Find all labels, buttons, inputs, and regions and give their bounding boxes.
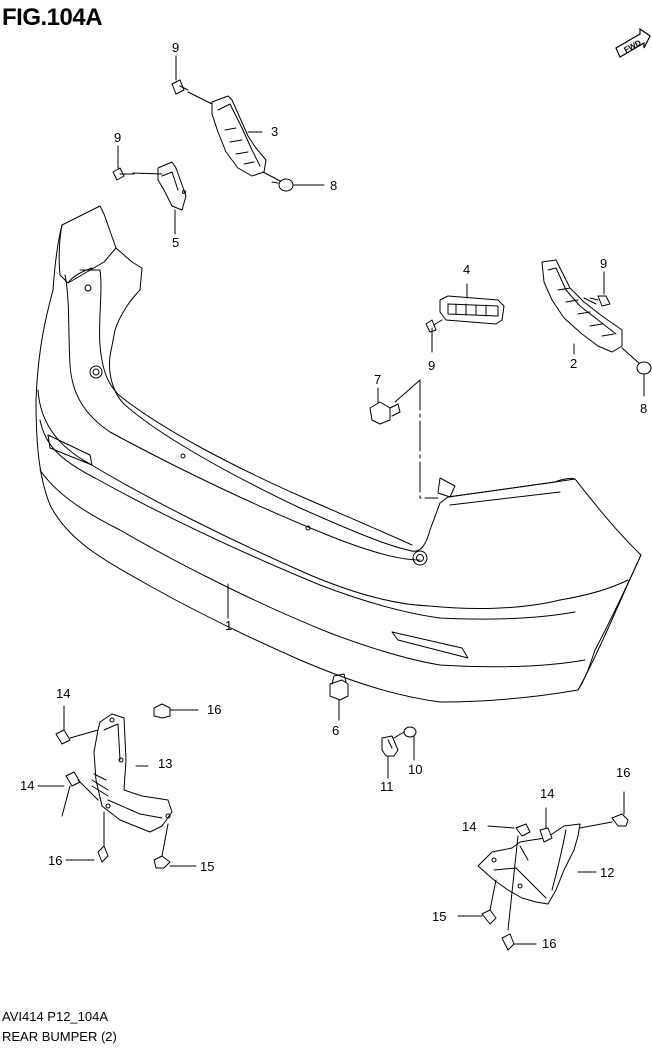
callout-9-left: 9 (114, 130, 121, 145)
callout-14-b: 14 (20, 778, 34, 793)
callout-2: 2 (570, 356, 577, 371)
callout-9-right: 9 (600, 256, 607, 271)
bolt-part-8-right[interactable] (636, 361, 652, 397)
bolt-part-8-left[interactable] (271, 178, 325, 192)
callout-1: 1 (225, 618, 232, 633)
figure-title: FIG.104A (2, 4, 103, 31)
callout-15-a: 15 (200, 859, 214, 874)
callout-16-a: 16 (207, 702, 221, 717)
screw-part-9-center[interactable] (425, 319, 437, 353)
fwd-arrow-icon: FWD (615, 27, 651, 58)
bracket-part-2[interactable] (541, 259, 641, 365)
mudflap-fasteners-left[interactable] (37, 703, 199, 869)
callout-9-center: 9 (428, 358, 435, 373)
callout-14-a: 14 (56, 686, 70, 701)
figure-caption: REAR BUMPER (2) (2, 1029, 117, 1044)
clip-part-6[interactable] (329, 673, 349, 721)
callout-11: 11 (380, 779, 394, 794)
callout-16-c: 16 (616, 765, 630, 780)
nut-part-11[interactable] (381, 735, 399, 779)
mudflap-part-13[interactable] (91, 713, 173, 833)
bolt-part-7[interactable] (369, 387, 401, 425)
callout-10: 10 (408, 762, 422, 777)
mudflap-part-12[interactable] (477, 823, 597, 905)
callout-6: 6 (332, 723, 339, 738)
callout-9-top: 9 (172, 40, 179, 55)
clip-part-5[interactable] (132, 161, 187, 235)
callout-5: 5 (172, 235, 179, 250)
callout-16-d: 16 (542, 936, 556, 951)
callout-13: 13 (158, 756, 172, 771)
callout-labels: 1 2 3 4 5 6 7 8 8 9 9 9 9 10 11 12 13 14… (20, 40, 647, 951)
callout-7: 7 (374, 372, 381, 387)
rear-bumper-cover[interactable] (35, 205, 642, 703)
callout-14-d: 14 (540, 786, 554, 801)
mudflap-fasteners-right[interactable] (457, 791, 629, 951)
screw-part-10[interactable] (393, 726, 417, 761)
figure-code: AVI414 P12_104A (2, 1009, 109, 1024)
bracket-part-3[interactable] (187, 91, 283, 183)
callout-16-b: 16 (48, 853, 62, 868)
callout-8-right: 8 (640, 401, 647, 416)
callout-12: 12 (600, 865, 614, 880)
screw-part-9-left[interactable] (112, 145, 135, 181)
callout-15-b: 15 (432, 909, 446, 924)
callout-14-c: 14 (462, 819, 476, 834)
screw-part-9-right[interactable] (589, 271, 611, 307)
callout-8-left: 8 (330, 178, 337, 193)
callout-4: 4 (463, 262, 470, 277)
callout-3: 3 (271, 124, 278, 139)
screw-part-9-top[interactable] (171, 55, 189, 95)
bracket-part-4[interactable] (431, 283, 505, 327)
